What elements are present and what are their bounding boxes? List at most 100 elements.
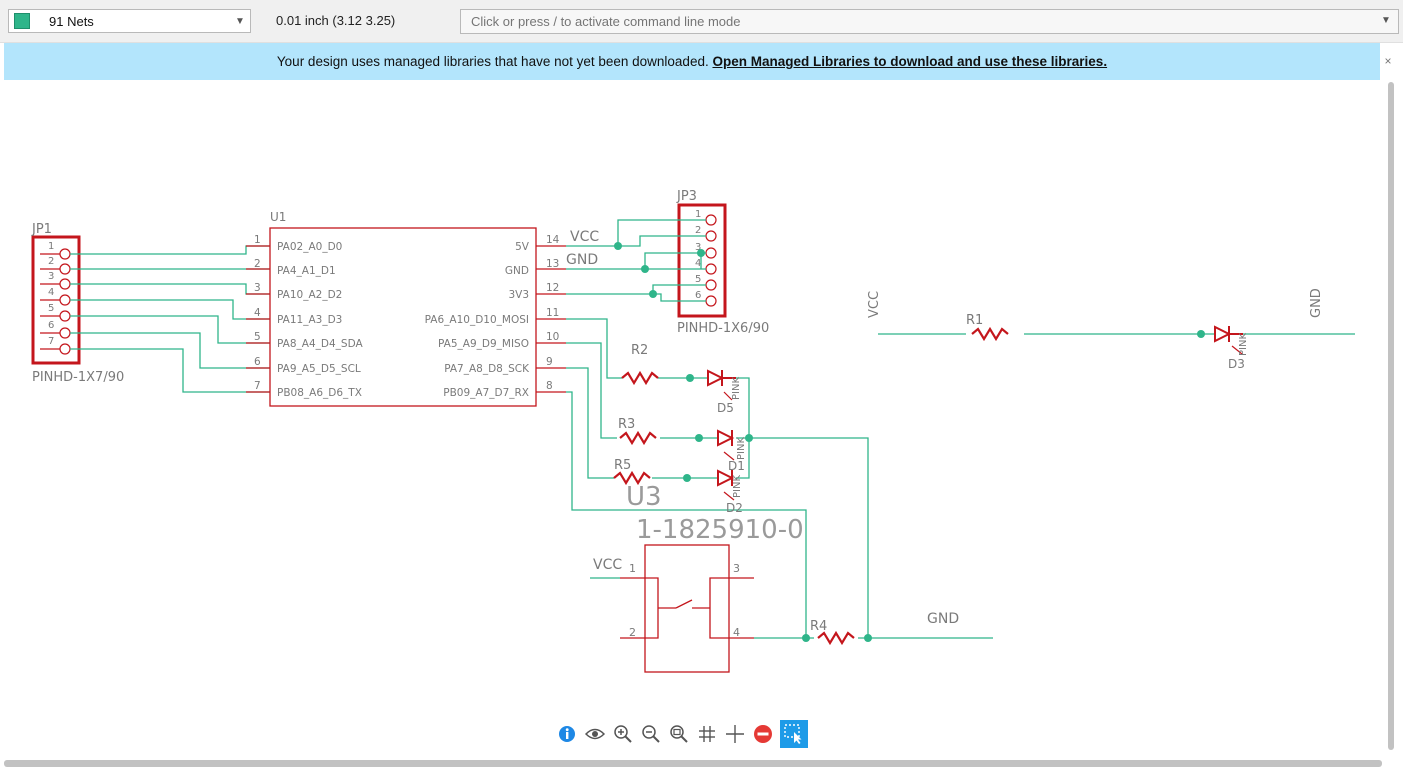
horizontal-scrollbar-thumb[interactable] (4, 760, 1382, 767)
gnd-net-label: GND (566, 252, 598, 268)
jp1-header[interactable]: 1 2 3 4 5 6 7 JP1 PINHD-1X7/90 (31, 222, 124, 385)
u1-pin-num: 6 (254, 356, 261, 368)
u1-chip[interactable]: U1 PA02_A0_D0 PA4_A1_D1 PA10_A2_D2 PA11_… (246, 210, 566, 407)
command-line-input[interactable] (460, 9, 1399, 34)
u3-name: U3 (626, 482, 662, 512)
resistor-r4[interactable]: R4 (810, 619, 856, 645)
u1-pin-num: 3 (254, 282, 261, 294)
jp3-pin-6: 6 (695, 290, 701, 301)
view-toolbar (556, 720, 848, 748)
d1-label: D1 (728, 459, 745, 473)
r5-label: R5 (614, 458, 631, 473)
led-d3[interactable]: D3 PINK (1214, 325, 1249, 371)
u1-pin-num: 14 (546, 234, 560, 246)
schematic-canvas[interactable]: 1 2 3 4 5 6 7 JP1 PINHD-1X7/90 U1 PA02_A… (0, 80, 1388, 756)
u1-pin-num: 1 (254, 234, 261, 246)
junction-dots-top (614, 242, 705, 298)
crosshair-icon[interactable] (724, 723, 746, 745)
u3-pin-4: 4 (733, 626, 740, 639)
u1-pin-name: PA9_A5_D5_SCL (277, 363, 361, 375)
u1-pin-num: 2 (254, 258, 261, 270)
u1-pin-name: PA11_A3_D3 (277, 314, 342, 326)
net-color-swatch (14, 13, 30, 29)
net-select-label: 91 Nets (49, 14, 94, 29)
u3-pin-1: 1 (629, 562, 636, 575)
right-vcc-label: VCC (867, 291, 882, 318)
right-gnd-label: GND (1309, 288, 1324, 318)
u1-pin-name: PA02_A0_D0 (277, 241, 342, 253)
u1-pin-num: 9 (546, 356, 553, 368)
u3-gnd-label: GND (927, 611, 959, 627)
vcc-net-label: VCC (570, 229, 599, 245)
led-d5[interactable]: D5 PINK (707, 369, 742, 415)
select-icon[interactable] (780, 720, 808, 748)
jp1-pin-4: 4 (48, 287, 54, 298)
junction-dot-right (1197, 330, 1205, 338)
resistor-r3[interactable]: R3 (618, 417, 658, 445)
jp1-pin-7: 7 (48, 336, 54, 347)
coordinate-readout: 0.01 inch (3.12 3.25) (276, 13, 396, 28)
resistor-r1[interactable]: R1 (966, 313, 1010, 341)
u1-pin-name: PA6_A10_D10_MOSI (425, 314, 529, 326)
d5-label: D5 (717, 401, 734, 415)
u1-pin-num: 5 (254, 331, 261, 343)
u1-jp3-wires (566, 219, 706, 302)
eye-icon[interactable] (584, 723, 606, 745)
jp1-pin-5: 5 (48, 303, 54, 314)
u1-pin-num: 10 (546, 331, 559, 343)
u1-pin-num: 12 (546, 282, 559, 294)
jp3-pin-1: 1 (695, 209, 701, 220)
schematic-drawing[interactable]: 1 2 3 4 5 6 7 JP1 PINHD-1X7/90 U1 PA02_A… (0, 80, 1388, 756)
d3-label: D3 (1228, 357, 1245, 371)
u1-pin-name: PA10_A2_D2 (277, 289, 342, 301)
u1-pin-num: 13 (546, 258, 559, 270)
resistor-r2[interactable]: R2 (620, 343, 660, 385)
managed-libraries-banner: Your design uses managed libraries that … (4, 43, 1380, 80)
resistor-r5[interactable]: R5 (612, 458, 652, 485)
stop-icon[interactable] (752, 723, 774, 745)
u1-pin-num: 4 (254, 307, 261, 319)
u1-pin-name: GND (505, 265, 529, 277)
vertical-scrollbar-thumb[interactable] (1388, 82, 1394, 750)
u3-value: 1-1825910-0 (636, 515, 804, 545)
d2-value: PINK (732, 475, 743, 498)
jp1-pin-3: 3 (48, 271, 54, 282)
led-d2[interactable]: D2 PINK (717, 469, 743, 515)
jp3-pin-5: 5 (695, 274, 701, 285)
u3-switch[interactable]: U3 1-1825910-0 1 2 3 4 VCC (593, 482, 804, 673)
jp3-header[interactable]: 1 2 3 4 5 6 JP3 PINHD-1X6/90 (676, 189, 769, 336)
zoom-out-icon[interactable] (640, 723, 662, 745)
jp1-pin-1: 1 (48, 241, 54, 252)
d5-value: PINK (731, 377, 742, 400)
grid-icon[interactable] (696, 723, 718, 745)
open-managed-libraries-link[interactable]: Open Managed Libraries to download and u… (712, 54, 1108, 69)
banner-close-icon[interactable]: × (1384, 54, 1392, 68)
u1-pin-name: PA5_A9_D9_MISO (438, 338, 529, 350)
u1-pin-name: PA7_A8_D8_SCK (444, 363, 530, 375)
r3-label: R3 (618, 417, 635, 432)
u1-pin-num: 7 (254, 380, 261, 392)
command-history-chevron-icon[interactable]: ▼ (1381, 15, 1391, 26)
zoom-in-icon[interactable] (612, 723, 634, 745)
d1-value: PINK (736, 437, 747, 460)
info-icon[interactable] (556, 723, 578, 745)
junction-dots-mid (683, 374, 753, 482)
d2-label: D2 (726, 501, 743, 515)
jp1-pin-2: 2 (48, 256, 54, 267)
d3-value: PINK (1238, 333, 1249, 356)
jp1-pin-6: 6 (48, 320, 54, 331)
led-d1[interactable]: D1 PINK (717, 429, 747, 473)
banner-message: Your design uses managed libraries that … (276, 54, 709, 69)
net-select-dropdown[interactable]: 91 Nets ▼ (8, 9, 251, 33)
jp3-pin-4: 4 (695, 258, 701, 269)
u3-pin-2: 2 (629, 626, 636, 639)
u3-wires (590, 577, 993, 639)
u1-pin-name: PA8_A4_D4_SDA (277, 338, 363, 350)
jp1-value: PINHD-1X7/90 (32, 370, 124, 385)
jp3-value: PINHD-1X6/90 (677, 321, 769, 336)
u3-vcc-label: VCC (593, 557, 622, 573)
u1-pin-name: 5V (515, 241, 530, 253)
jp3-pin-2: 2 (695, 225, 701, 236)
u1-name: U1 (270, 210, 286, 224)
zoom-fit-icon[interactable] (668, 723, 690, 745)
